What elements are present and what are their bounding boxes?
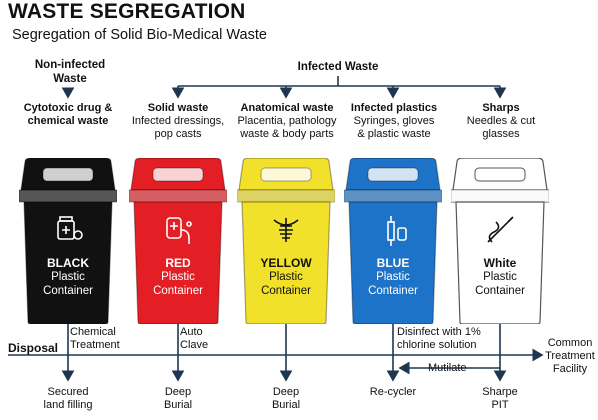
- bin-material: Plastic: [483, 271, 517, 283]
- bin-color-name: YELLOW: [260, 256, 312, 270]
- bin-material: Plastic: [376, 271, 410, 283]
- bin-type: Container: [43, 285, 93, 297]
- disinfect-label: Disinfect with 1% chlorine solution: [397, 326, 481, 351]
- bin-color-name: BLACK: [47, 256, 89, 270]
- bin-type: Container: [261, 285, 311, 297]
- outcome-recycler: Re-cycler: [369, 386, 417, 398]
- disposal-label: Disposal: [8, 341, 59, 355]
- common-treatment-label: Common Treatment Facility: [545, 337, 595, 375]
- page-subtitle: Segregation of Solid Bio-Medical Waste: [12, 27, 267, 43]
- bin-color-name: RED: [165, 256, 191, 270]
- category-infected-plastics: Infected plastics Syringes, gloves & pla…: [350, 102, 438, 140]
- bin-type: Container: [475, 285, 525, 297]
- needle-icon: [487, 216, 514, 243]
- mutilate-label: Mutilate: [428, 362, 467, 374]
- bin-type: Container: [153, 285, 203, 297]
- blood-bag-icon: [166, 217, 192, 244]
- bin-material: Plastic: [51, 271, 85, 283]
- bin-color-name: BLUE: [376, 256, 410, 270]
- bin-type: Container: [368, 285, 418, 297]
- category-anatomical: Anatomical waste Placentia, pathology wa…: [237, 102, 337, 140]
- chemical-treatment-label: Chemical Treatment: [70, 326, 120, 351]
- bin-material: Plastic: [269, 271, 303, 283]
- bin-material: Plastic: [161, 271, 195, 283]
- category-sharps: Sharps Needles & cut glasses: [466, 102, 536, 140]
- autoclave-label: Auto Clave: [180, 326, 209, 351]
- infected-heading: Infected Waste: [297, 61, 379, 73]
- category-cytotoxic: Cytotoxic drug & chemical waste: [23, 102, 113, 127]
- drug-bottle-icon: [57, 216, 83, 240]
- syringe-icon: [387, 216, 407, 246]
- anatomy-icon: [273, 218, 299, 242]
- category-solid-waste: Solid waste Infected dressings, pop cast…: [131, 102, 225, 140]
- non-infected-heading: Non-infected Waste: [34, 59, 106, 85]
- page-title: WASTE SEGREGATION: [8, 0, 246, 23]
- bin-color-name: White: [483, 256, 517, 270]
